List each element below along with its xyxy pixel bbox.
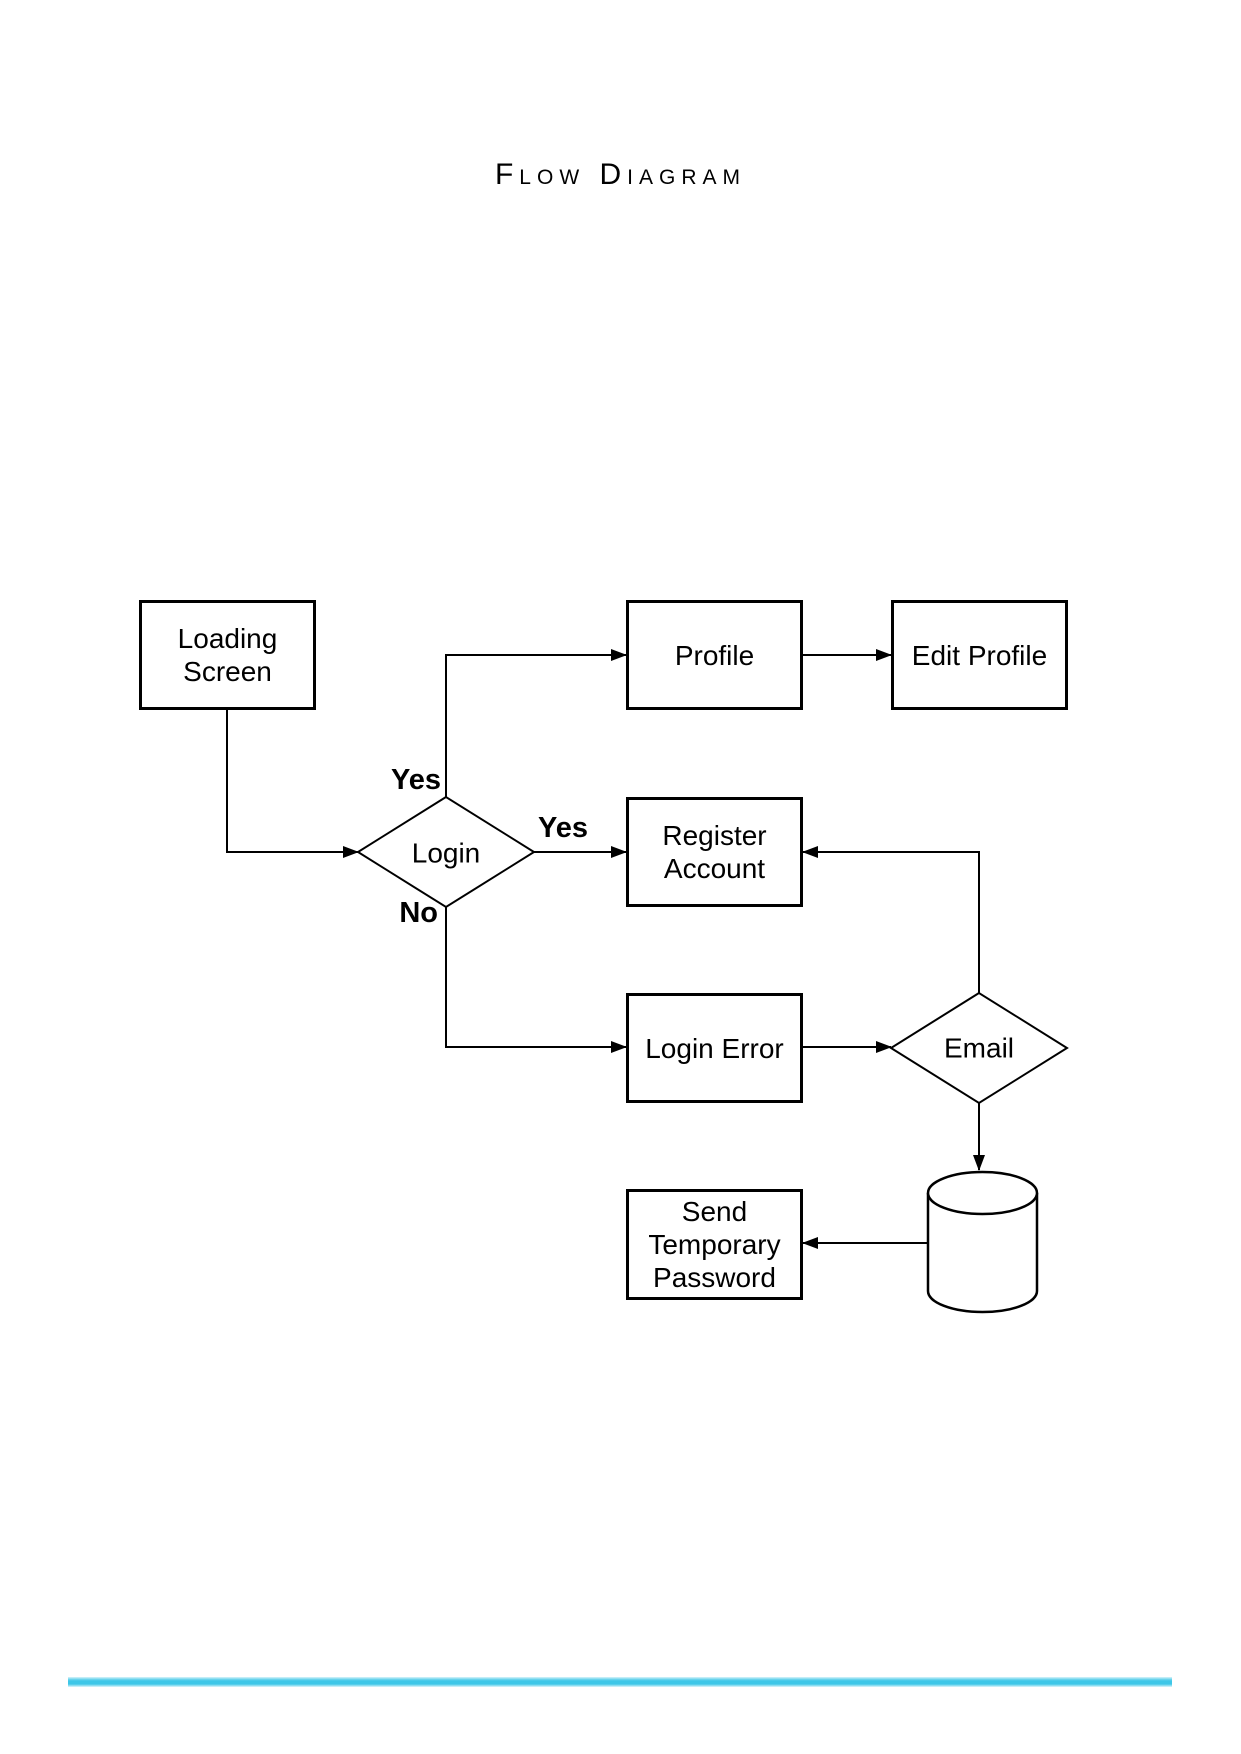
edge-login-no-to-login-error	[445, 907, 627, 1053]
page-title: Flow Diagram	[494, 158, 746, 191]
edge-loading-to-login	[226, 710, 359, 858]
edge-label-yes-register: Yes	[538, 812, 588, 844]
node-send-temporary-password: Send Temporary Password	[626, 1189, 803, 1300]
node-edit-profile: Edit Profile	[891, 600, 1068, 710]
edge-label-yes-profile: Yes	[391, 764, 441, 796]
node-loading-screen: Loading Screen	[139, 600, 316, 710]
edge-email-to-register	[802, 846, 980, 993]
node-register-account: Register Account	[626, 797, 803, 907]
database-cylinder-icon	[926, 1170, 1039, 1314]
node-email-decision-label: Email	[943, 1032, 1015, 1064]
node-login-decision-label: Login	[411, 837, 481, 869]
node-login-error: Login Error	[626, 993, 803, 1103]
footer-divider-line	[68, 1677, 1172, 1687]
edge-label-no: No	[399, 897, 438, 929]
node-profile: Profile	[626, 600, 803, 710]
edge-login-yes-to-profile	[445, 649, 627, 797]
